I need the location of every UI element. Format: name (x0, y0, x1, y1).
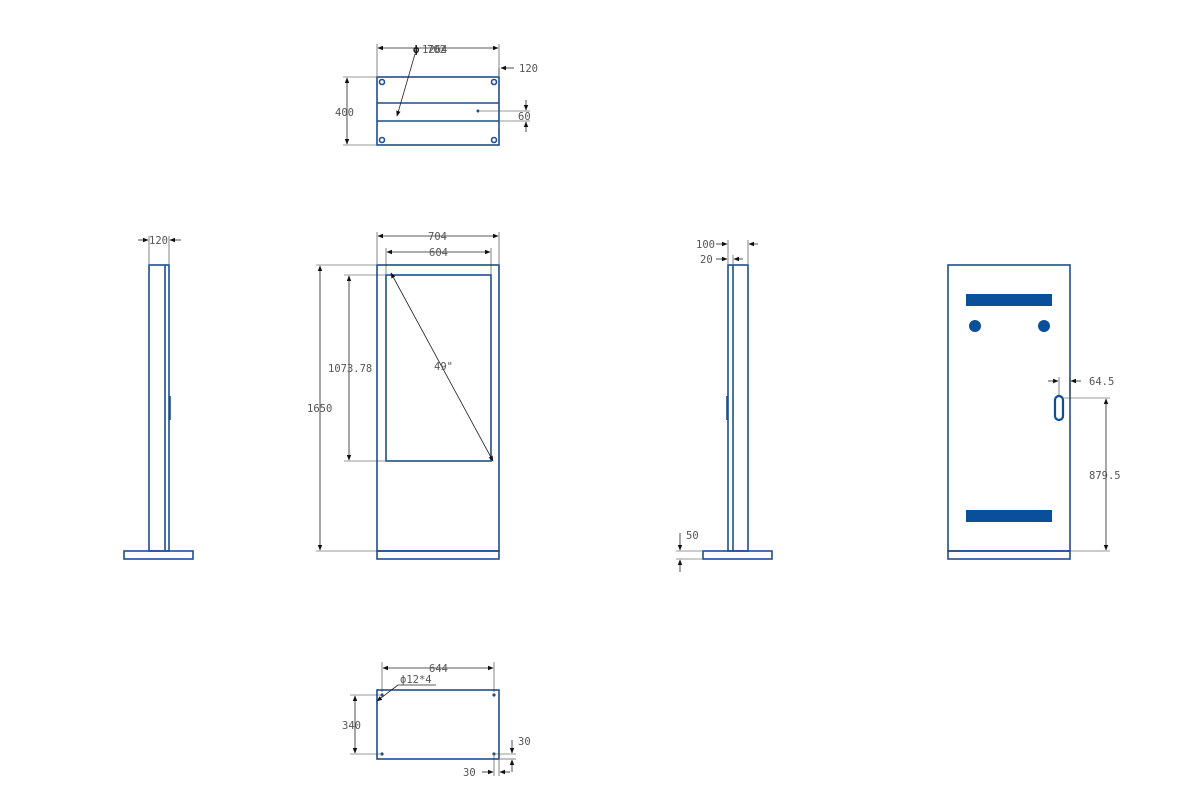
base-hole-icon (380, 693, 384, 697)
right-side-panel-offset-label: 20 (700, 254, 713, 266)
right-side-depth-label: 100 (696, 239, 715, 251)
hole-leader-line (396, 53, 416, 117)
rear-handle-offset-label: 64.5 (1089, 376, 1114, 388)
mount-hole-icon (378, 78, 386, 86)
base-view: 644 ϕ12*4 340 30 30 (342, 662, 531, 779)
front-body-outline (376, 264, 500, 552)
right-side-base (702, 550, 773, 560)
rear-handle-height-label: 879.5 (1089, 470, 1121, 482)
base-plate-outline (376, 689, 500, 760)
base-hole-icon (492, 752, 496, 756)
top-width-label-b: 702 (427, 44, 446, 56)
top-right-offset-label: 120 (519, 63, 538, 75)
right-side-view: 100 20 50 (676, 239, 773, 572)
rear-vent-top (966, 294, 1052, 306)
base-hole-spacing-x-label: 644 (429, 663, 448, 675)
top-depth-label: 400 (335, 107, 354, 119)
left-side-column (148, 264, 170, 552)
base-hole-spec-label: ϕ12*4 (400, 674, 432, 686)
front-base (376, 550, 500, 560)
left-side-depth-label: 120 (149, 235, 168, 247)
front-screen-height-label: 1073.78 (328, 363, 372, 375)
front-view: 704 604 1650 1073.78 49" (307, 231, 500, 560)
base-hole-icon (492, 693, 496, 697)
rear-body-outline (947, 264, 1071, 552)
top-hole-offset-label: 60 (518, 111, 531, 123)
front-overall-width-label: 704 (428, 231, 447, 243)
center-hole-icon (476, 109, 480, 113)
mount-hole-icon (378, 136, 386, 144)
front-diagonal-dimension (390, 272, 494, 462)
right-side-base-height-label: 50 (686, 530, 699, 542)
diameter-symbol: ϕ (413, 44, 420, 56)
rear-base (947, 550, 1071, 560)
front-screen-width-label: 604 (429, 247, 448, 259)
mount-hole-icon (490, 136, 498, 144)
left-side-base (123, 550, 194, 560)
rear-speaker-icon (1038, 320, 1050, 332)
front-overall-height-label: 1650 (307, 403, 332, 415)
base-edge-offset-bottom-label: 30 (463, 767, 476, 779)
rear-view: 64.5 879.5 (947, 264, 1121, 560)
rear-handle-icon (1053, 394, 1065, 422)
front-diagonal-label: 49" (434, 361, 453, 373)
base-hole-icon (380, 752, 384, 756)
rear-vent-bottom (966, 510, 1052, 522)
rear-speaker-icon (969, 320, 981, 332)
right-side-column (727, 264, 749, 552)
base-hole-spacing-y-label: 340 (342, 720, 361, 732)
left-side-view: 120 (123, 235, 194, 560)
mount-hole-icon (490, 78, 498, 86)
base-edge-offset-right-label: 30 (518, 736, 531, 748)
top-width-label-a: 1264 (422, 44, 447, 56)
top-view: 1264 702 ϕ 120 400 60 (335, 44, 538, 146)
base-hole-leader (376, 684, 399, 702)
